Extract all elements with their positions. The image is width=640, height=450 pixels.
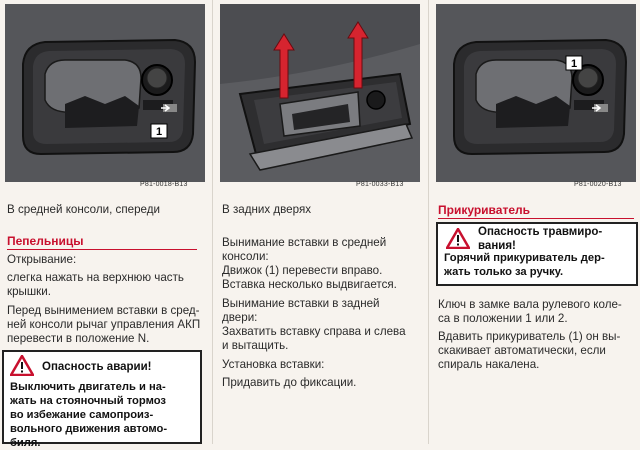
paragraph: Перед вынимением вставки в сред-ней конс… [7,304,201,345]
section-heading: Пепельницы [7,234,84,248]
section-heading: Прикуриватель [438,203,531,217]
figure-cigarette-lighter: 1 [436,4,636,182]
warning-text: Выключить двигатель и на-жать на стояноч… [10,381,168,435]
warning-triangle-icon [10,355,34,376]
warning-box [2,350,202,444]
warning-text-end: биля. [10,437,41,449]
paragraph: Открывание: [7,253,77,266]
paragraph: Движок (1) перевести вправо.Вставка неск… [222,264,397,291]
warning-title: Опасность аварии! [42,361,152,373]
warning-box [436,222,638,286]
column-separator [428,0,429,444]
lighter-illustration: 1 [436,4,636,182]
heading-rule [438,218,634,219]
heading-rule [7,249,197,250]
intro-text: В задних дверях [222,203,312,216]
paragraph: Вдавить прикуриватель (1) он вы-скакивае… [438,330,621,371]
rear-ashtray-illustration [220,4,420,182]
intro-text: В средней консоли, спереди [7,203,160,216]
warning-title: Опасность травмиро-вания! [478,226,603,252]
paragraph: Установка вставки: [222,358,325,371]
figure-code: P81-0020-B13 [574,181,622,188]
ashtray-illustration: 1 [5,4,205,182]
figure-ashtray-front: 1 [5,4,205,182]
paragraph: Ключ в замке вала рулевого коле-са в пол… [438,298,622,325]
paragraph: Придавить до фиксации. [222,376,357,389]
warning-text: Горячий прикуриватель дер-жать только за… [444,252,605,278]
column-separator [212,0,213,444]
figure-code: P81-0033-B13 [356,181,404,188]
warning-triangle-icon [446,228,470,249]
callout-1: 1 [156,126,162,138]
callout-1: 1 [571,58,577,70]
figure-code: P81-0018-B13 [140,181,188,188]
figure-ashtray-rear [220,4,420,182]
